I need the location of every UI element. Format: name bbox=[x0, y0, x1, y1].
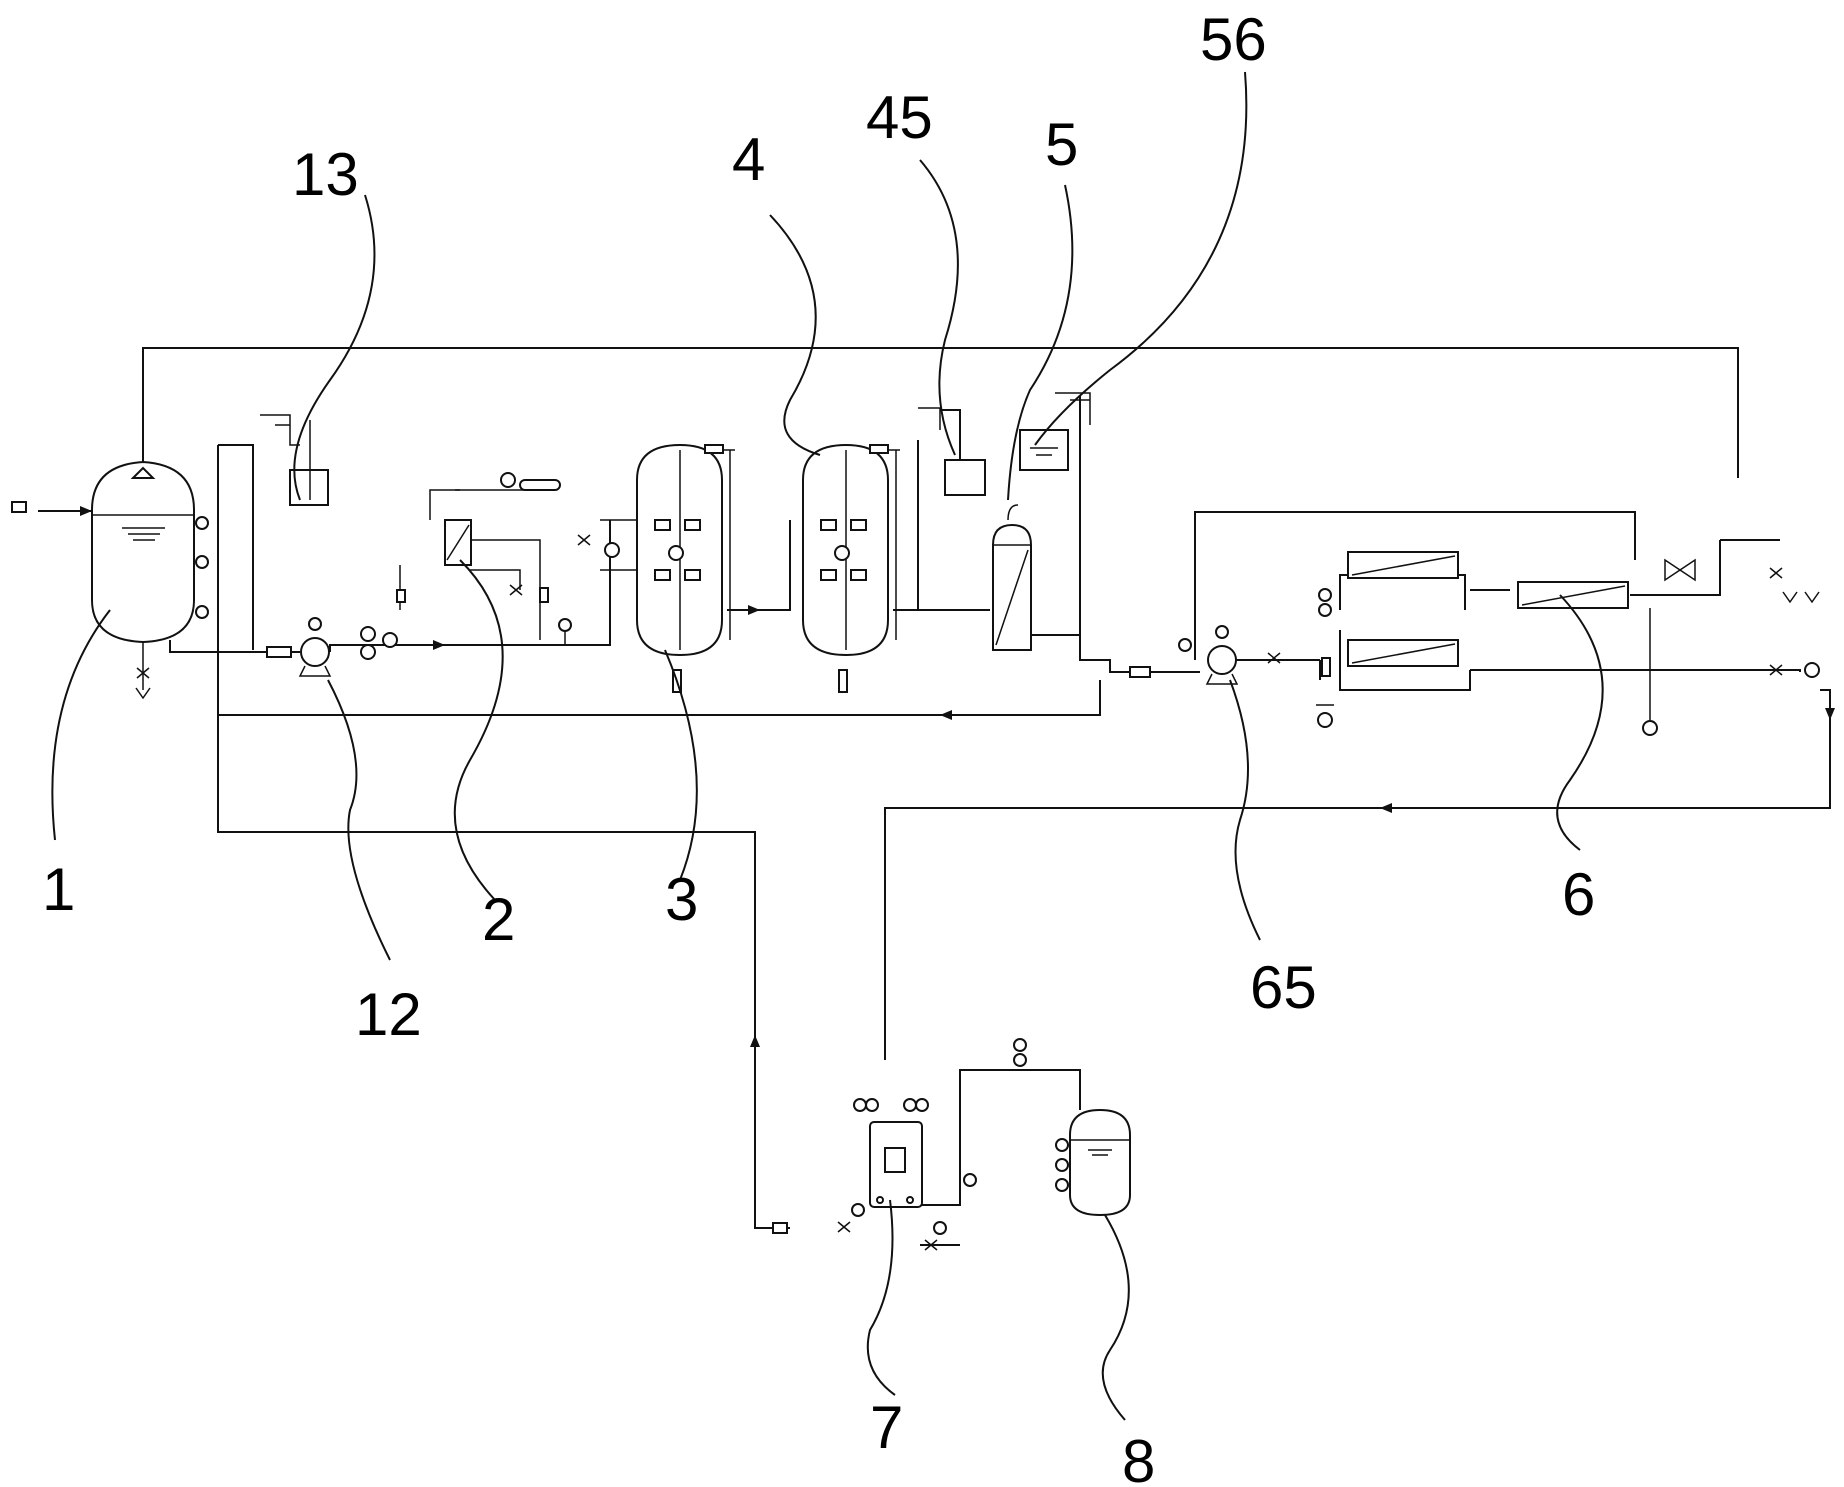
dosing-unit-56 bbox=[1019, 392, 1091, 471]
feed-pump bbox=[266, 617, 398, 677]
label-4: 4 bbox=[732, 126, 765, 193]
reference-numbers: 1 12 13 2 3 4 45 5 56 65 6 7 8 bbox=[42, 6, 1595, 1487]
label-6: 6 bbox=[1562, 861, 1595, 928]
dosing-unit-45 bbox=[918, 407, 986, 496]
label-65: 65 bbox=[1250, 954, 1317, 1021]
label-45: 45 bbox=[866, 84, 933, 151]
label-12: 12 bbox=[355, 981, 422, 1048]
label-13: 13 bbox=[292, 141, 359, 208]
label-8: 8 bbox=[1122, 1428, 1155, 1487]
ro-membrane-set bbox=[1316, 551, 1658, 736]
label-7: 7 bbox=[870, 1394, 903, 1461]
label-3: 3 bbox=[665, 866, 698, 933]
label-5: 5 bbox=[1045, 111, 1078, 178]
label-56: 56 bbox=[1200, 6, 1267, 73]
label-1: 1 bbox=[42, 856, 75, 923]
cartridge-filter-5 bbox=[992, 504, 1032, 651]
precision-filter-2 bbox=[396, 472, 572, 645]
softener-tank-3 bbox=[577, 443, 735, 693]
piping bbox=[38, 347, 1831, 1246]
softener-tank-4 bbox=[802, 443, 900, 693]
outlet-valves bbox=[1664, 558, 1820, 678]
leader-lines bbox=[51, 71, 1604, 1421]
edi-unit-7 bbox=[772, 1098, 947, 1251]
raw-water-tank bbox=[11, 460, 209, 700]
product-water-tank-8 bbox=[963, 1038, 1131, 1217]
dosing-unit-13 bbox=[260, 414, 329, 506]
high-pressure-pump bbox=[1129, 625, 1281, 685]
flow-arrows bbox=[80, 506, 1835, 1047]
label-2: 2 bbox=[482, 886, 515, 953]
